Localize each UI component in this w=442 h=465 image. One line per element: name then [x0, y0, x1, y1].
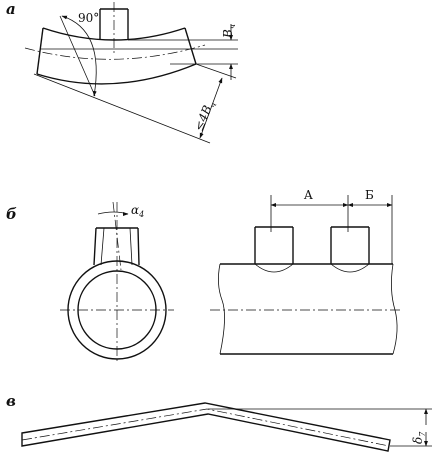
figure-b: б α4 A Б	[6, 188, 400, 362]
pipe-top-edge	[42, 27, 186, 41]
alpha-arc	[97, 211, 129, 215]
branch-2-weld	[330, 263, 370, 273]
extension-line-chord	[195, 63, 237, 79]
dim-a-label: A	[303, 188, 313, 202]
delta-label: δ7	[411, 431, 427, 444]
pipe-left-end	[36, 27, 44, 75]
figure-a: а Bч 90° ≤4Bч	[6, 0, 238, 144]
dim-b2-label: Б	[365, 188, 374, 202]
branch-1-weld	[254, 263, 294, 273]
figure-b-label: б	[6, 205, 17, 223]
main-pipe-body	[220, 263, 393, 355]
chord-line	[33, 73, 211, 144]
pipe-bottom-edge	[36, 63, 197, 85]
figure-v: в δ7	[6, 392, 432, 452]
bent-pipe-axis	[21, 408, 390, 447]
alpha-label: α4	[131, 203, 144, 219]
tilted-branch	[93, 227, 140, 266]
angle-90-arc	[61, 15, 97, 97]
angle-90-label: 90°	[78, 11, 99, 25]
pipe-right-end	[184, 27, 197, 65]
dim-4b-line	[199, 77, 223, 139]
tilted-axis	[112, 201, 122, 271]
main-pipe-right-break	[391, 263, 398, 355]
figure-v-label: в	[6, 392, 16, 410]
pipe-centerline	[24, 44, 206, 60]
branch-1	[254, 226, 294, 264]
dim-b-label: Bч	[221, 24, 237, 39]
figure-a-label: а	[6, 0, 16, 18]
dim-4b-label: ≤4Bч	[192, 99, 219, 134]
branch-2	[330, 226, 370, 264]
branch-hatch	[100, 227, 133, 266]
main-pipe-left-break	[218, 263, 225, 355]
bent-pipe	[21, 402, 391, 452]
